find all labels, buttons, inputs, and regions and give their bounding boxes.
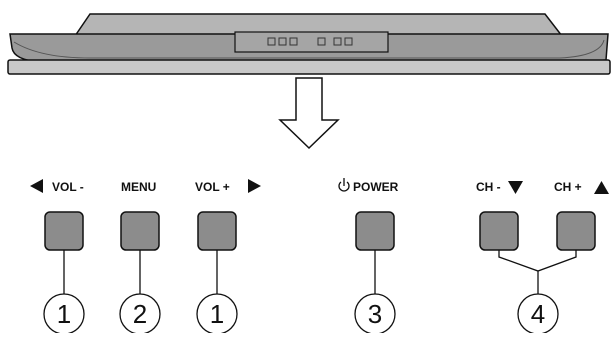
callout-number-2: 2 (133, 299, 147, 329)
tv-panel-highlight (13, 39, 605, 59)
callout-number-3: 3 (368, 299, 382, 329)
ch-minus-label: CH - (476, 180, 501, 194)
leader-lines (63, 250, 577, 294)
callout-number-1a: 1 (57, 299, 71, 329)
ch-plus-button[interactable] (556, 211, 596, 251)
menu-label: MENU (121, 180, 157, 194)
vol-minus-button[interactable] (44, 211, 84, 251)
vol-plus-button[interactable] (197, 211, 237, 251)
menu-button[interactable] (120, 211, 160, 251)
down-arrow-icon (278, 77, 340, 150)
vol-minus-label: VOL - (52, 180, 84, 194)
tv-button-strip (234, 31, 389, 53)
tv-button-strip-keys (267, 37, 353, 46)
power-icon (338, 178, 350, 192)
callout-number-1b: 1 (210, 299, 224, 329)
right-triangle-icon (248, 179, 261, 193)
power-label: POWER (353, 180, 399, 194)
ch-plus-label: CH + (554, 180, 582, 194)
ch-minus-button[interactable] (479, 211, 519, 251)
down-triangle-icon (508, 181, 523, 194)
power-button[interactable] (355, 211, 395, 251)
tv-panel-base (7, 59, 611, 75)
callout-number-4: 4 (531, 299, 545, 329)
left-triangle-icon (30, 179, 43, 193)
vol-plus-label: VOL + (195, 180, 230, 194)
up-triangle-icon (594, 181, 609, 194)
tv-panel (7, 13, 611, 75)
